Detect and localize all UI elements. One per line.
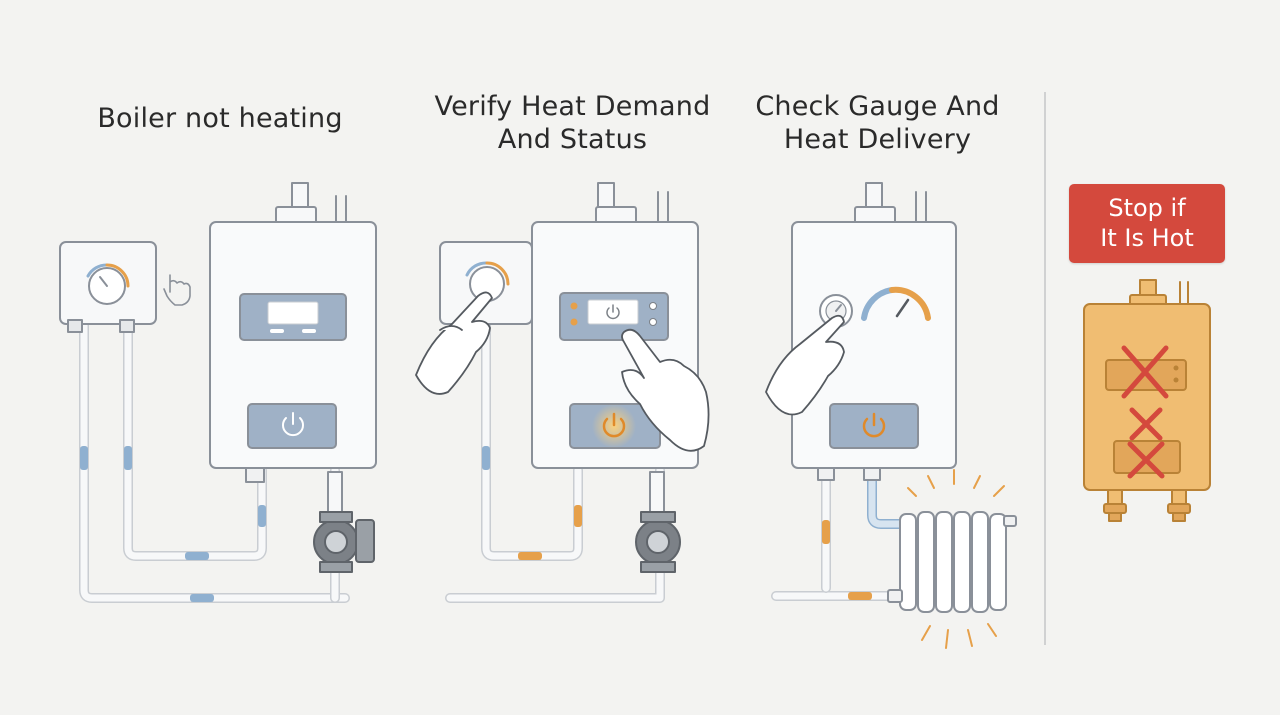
step-2-title-line-2: And Status bbox=[497, 124, 648, 155]
step-1-boiler bbox=[209, 182, 377, 483]
red-x-icon bbox=[1121, 345, 1169, 399]
thermostat-unit bbox=[59, 241, 157, 333]
step-3-title-line-1: Check Gauge And bbox=[755, 91, 1000, 122]
step-3-illustration bbox=[765, 182, 1017, 649]
step-3-boiler bbox=[791, 182, 957, 481]
power-button-icon bbox=[282, 412, 304, 437]
finger-press-icon bbox=[765, 314, 845, 416]
step-2-illustration bbox=[415, 182, 710, 603]
step-1-title: Boiler not heating bbox=[97, 103, 343, 134]
temperature-gauge-icon bbox=[861, 286, 931, 321]
step-3-title-line-2: Heat Delivery bbox=[783, 124, 972, 155]
step-3-title: Check Gauge And Heat Delivery bbox=[720, 90, 1035, 156]
radiator-icon bbox=[887, 511, 1017, 613]
warning-line-1: Stop if bbox=[1108, 194, 1186, 222]
step-2-title-line-1: Verify Heat Demand bbox=[434, 91, 711, 122]
warning-line-2: It Is Hot bbox=[1100, 224, 1194, 252]
step-1-illustration bbox=[59, 182, 377, 603]
power-button-icon bbox=[602, 412, 626, 438]
power-button-icon bbox=[862, 412, 886, 438]
red-x-icon bbox=[1129, 407, 1163, 441]
step-2-thermostat bbox=[439, 241, 533, 325]
red-x-icon bbox=[1127, 441, 1165, 479]
step-2-title: Verify Heat Demand And Status bbox=[410, 90, 735, 156]
circulator-pump-icon bbox=[313, 471, 375, 573]
warning-badge: Stop if It Is Hot bbox=[1069, 184, 1225, 263]
finger-press-icon bbox=[415, 291, 493, 395]
heat-rays bbox=[907, 469, 1005, 649]
hot-boiler-illustration bbox=[1083, 279, 1211, 522]
step-2-pump bbox=[635, 471, 681, 573]
pointer-hand-icon bbox=[163, 274, 191, 306]
power-button-icon bbox=[606, 304, 620, 320]
thermostat-dial-icon bbox=[86, 263, 130, 305]
step-3-pipes bbox=[771, 465, 905, 601]
finger-press-icon bbox=[621, 328, 710, 452]
thermostat-dial-icon bbox=[465, 261, 510, 302]
